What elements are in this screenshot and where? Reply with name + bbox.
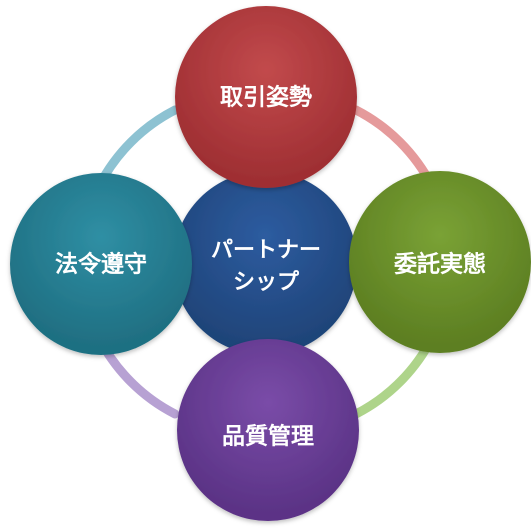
node-right [349,171,531,353]
node-top-circle [175,6,357,188]
node-left [10,173,192,355]
node-top-label: 取引姿勢 [220,85,312,111]
center-node [173,171,357,355]
node-bottom-circle [177,339,359,521]
center-label-line-2: シップ [233,270,300,295]
node-right-label: 委託実態 [393,251,486,278]
node-left-circle [10,173,192,355]
node-bottom-label: 品質管理 [222,423,314,450]
node-right-circle [349,171,531,353]
node-top [175,6,357,188]
center-label-line-1: パートナー [211,238,321,263]
center-circle [173,171,357,355]
node-left-label: 法令遵守 [55,251,147,278]
node-bottom [177,339,359,521]
